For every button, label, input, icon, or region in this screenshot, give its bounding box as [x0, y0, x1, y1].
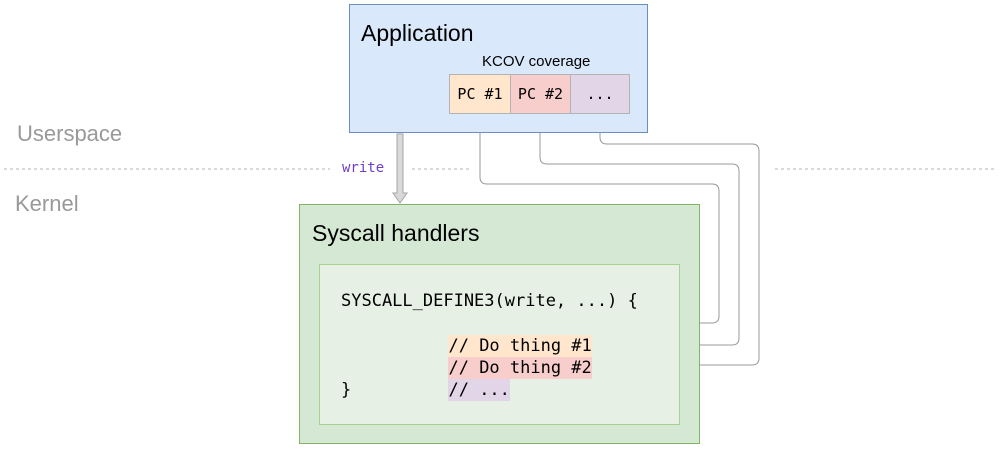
userspace-label: Userspace	[17, 121, 123, 146]
code-footer: }	[341, 380, 352, 400]
syscall-handlers-title: Syscall handlers	[312, 220, 480, 246]
connector-pc2	[539, 121, 740, 346]
code-line-1: // Do thing #1	[428, 313, 592, 357]
write-arrow	[392, 133, 408, 204]
code-line-1-text: // Do thing #1	[448, 335, 592, 357]
code-line-2: // Do thing #2	[428, 335, 592, 379]
application-title: Application	[361, 20, 474, 46]
coverage-cell-ellipsis: ...	[570, 74, 630, 114]
coverage-cell-pc1: PC #1	[449, 74, 510, 114]
coverage-cell-pc2: PC #2	[510, 74, 570, 114]
kernel-label: Kernel	[15, 191, 79, 216]
connector-pc1	[479, 121, 720, 324]
kcov-coverage-label: KCOV coverage	[482, 53, 591, 70]
connector-pc3	[590, 121, 760, 366]
code-line-3: // ...	[428, 357, 510, 401]
code-line-2-text: // Do thing #2	[448, 357, 592, 379]
code-line-3-text: // ...	[448, 379, 510, 401]
code-header: SYSCALL_DEFINE3(write, ...) {	[341, 291, 638, 311]
write-arrow-label: write	[341, 160, 386, 176]
